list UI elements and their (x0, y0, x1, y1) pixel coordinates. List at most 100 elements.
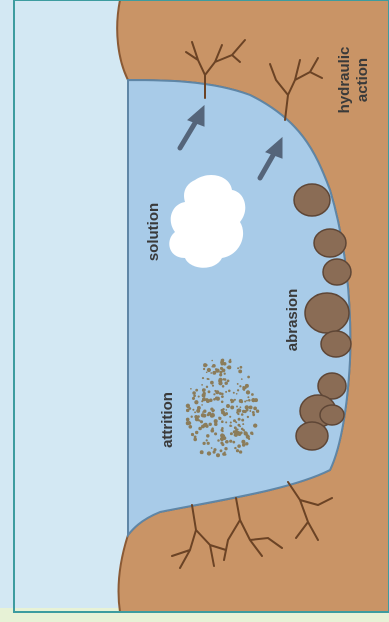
sediment-grain (203, 368, 205, 370)
sediment-grain (225, 391, 227, 393)
sediment-grain (206, 399, 210, 403)
sediment-grain (253, 414, 255, 416)
sediment-grain (191, 433, 194, 436)
sediment-grain (242, 423, 244, 425)
label-abrasion: abrasion (284, 289, 301, 352)
sediment-grain (192, 397, 195, 400)
sediment-grain (210, 381, 214, 385)
sediment-grain (215, 390, 219, 394)
label-hydraulic-line1: hydraulic (336, 47, 353, 114)
sediment-grain (211, 360, 213, 362)
sediment-grain (224, 447, 227, 450)
label-solution: solution (145, 203, 162, 261)
sediment-grain (222, 408, 224, 410)
sediment-grain (241, 419, 244, 422)
sediment-grain (256, 410, 259, 413)
sediment-grain (194, 415, 198, 419)
sediment-grain (201, 425, 205, 429)
sediment-grain (224, 381, 227, 384)
sediment-grain (207, 368, 211, 372)
sediment-grain (202, 442, 205, 445)
sediment-grain (244, 400, 246, 402)
sediment-grain (211, 413, 215, 417)
sediment-grain (204, 388, 206, 390)
sediment-grain (222, 369, 226, 373)
sediment-grain (221, 393, 224, 396)
sediment-grain (252, 411, 255, 414)
sediment-grain (189, 421, 191, 423)
sediment-grain (207, 378, 209, 380)
sediment-grain (194, 411, 196, 413)
sediment-grain (251, 433, 253, 435)
sediment-grain (222, 434, 225, 437)
sediment-grain (200, 450, 204, 454)
sediment-grain (192, 391, 196, 395)
sediment-grain (201, 413, 205, 417)
sediment-grain (220, 441, 223, 444)
sediment-grain (240, 366, 243, 369)
sediment-grain (237, 389, 239, 391)
sediment-grain (195, 431, 198, 434)
sediment-grain (230, 421, 232, 423)
sediment-grain (221, 420, 224, 423)
sediment-grain (233, 392, 235, 394)
sediment-grain (191, 416, 193, 418)
sediment-grain (228, 390, 231, 393)
sediment-grain (244, 410, 247, 413)
sediment-grain (237, 444, 241, 448)
sediment-grain (210, 407, 213, 410)
sediment-grain (241, 440, 245, 444)
sediment-grain (234, 447, 236, 449)
sediment-grain (207, 442, 210, 445)
sediment-grain (241, 378, 243, 380)
sediment-grain (242, 443, 245, 446)
sediment-grain (247, 416, 249, 418)
sediment-grain (245, 405, 249, 409)
sediment-grain (253, 407, 257, 411)
sediment-grain (221, 401, 224, 404)
sediment-grain (202, 393, 206, 397)
sediment-grain (251, 393, 254, 396)
label-hydraulic-line2: action (354, 58, 371, 102)
sediment-grain (222, 452, 225, 455)
sediment-grain (198, 396, 200, 398)
sediment-grain (224, 373, 226, 375)
sediment-grain (214, 422, 218, 426)
sediment-grain (195, 389, 198, 392)
sediment-grain (229, 440, 232, 443)
sediment-grain (206, 386, 208, 388)
sediment-grain (242, 429, 244, 431)
sediment-grain (236, 449, 239, 452)
sediment-grain (212, 385, 214, 387)
sediment-grain (227, 365, 231, 369)
sediment-grain (206, 439, 208, 441)
sediment-grain (253, 423, 257, 427)
sediment-grain (234, 434, 236, 436)
sediment-grain (193, 394, 196, 397)
sediment-grain (211, 447, 213, 449)
sediment-grain (216, 453, 220, 457)
sediment-grain (186, 418, 190, 422)
sediment-grain (247, 396, 249, 398)
sediment-grain (201, 384, 203, 386)
sediment-grain (237, 413, 239, 415)
sediment-grain (192, 409, 194, 411)
sediment-grain (213, 398, 216, 401)
sediment-grain (186, 404, 190, 408)
sediment-grain (245, 384, 249, 388)
sediment-grain (218, 380, 220, 382)
sediment-grain (225, 421, 227, 423)
sediment-grain (194, 400, 198, 404)
sediment-grain (223, 378, 225, 380)
sediment-grain (221, 395, 224, 398)
sediment-grain (239, 425, 241, 427)
sediment-grain (229, 424, 232, 427)
sediment-grain (242, 386, 245, 389)
sediment-grain (248, 399, 251, 402)
sediment-grain (206, 434, 209, 437)
sediment-grain (226, 404, 230, 408)
sediment-grain (220, 437, 224, 441)
sediment-grain (236, 393, 238, 395)
sediment-grain (202, 377, 204, 379)
